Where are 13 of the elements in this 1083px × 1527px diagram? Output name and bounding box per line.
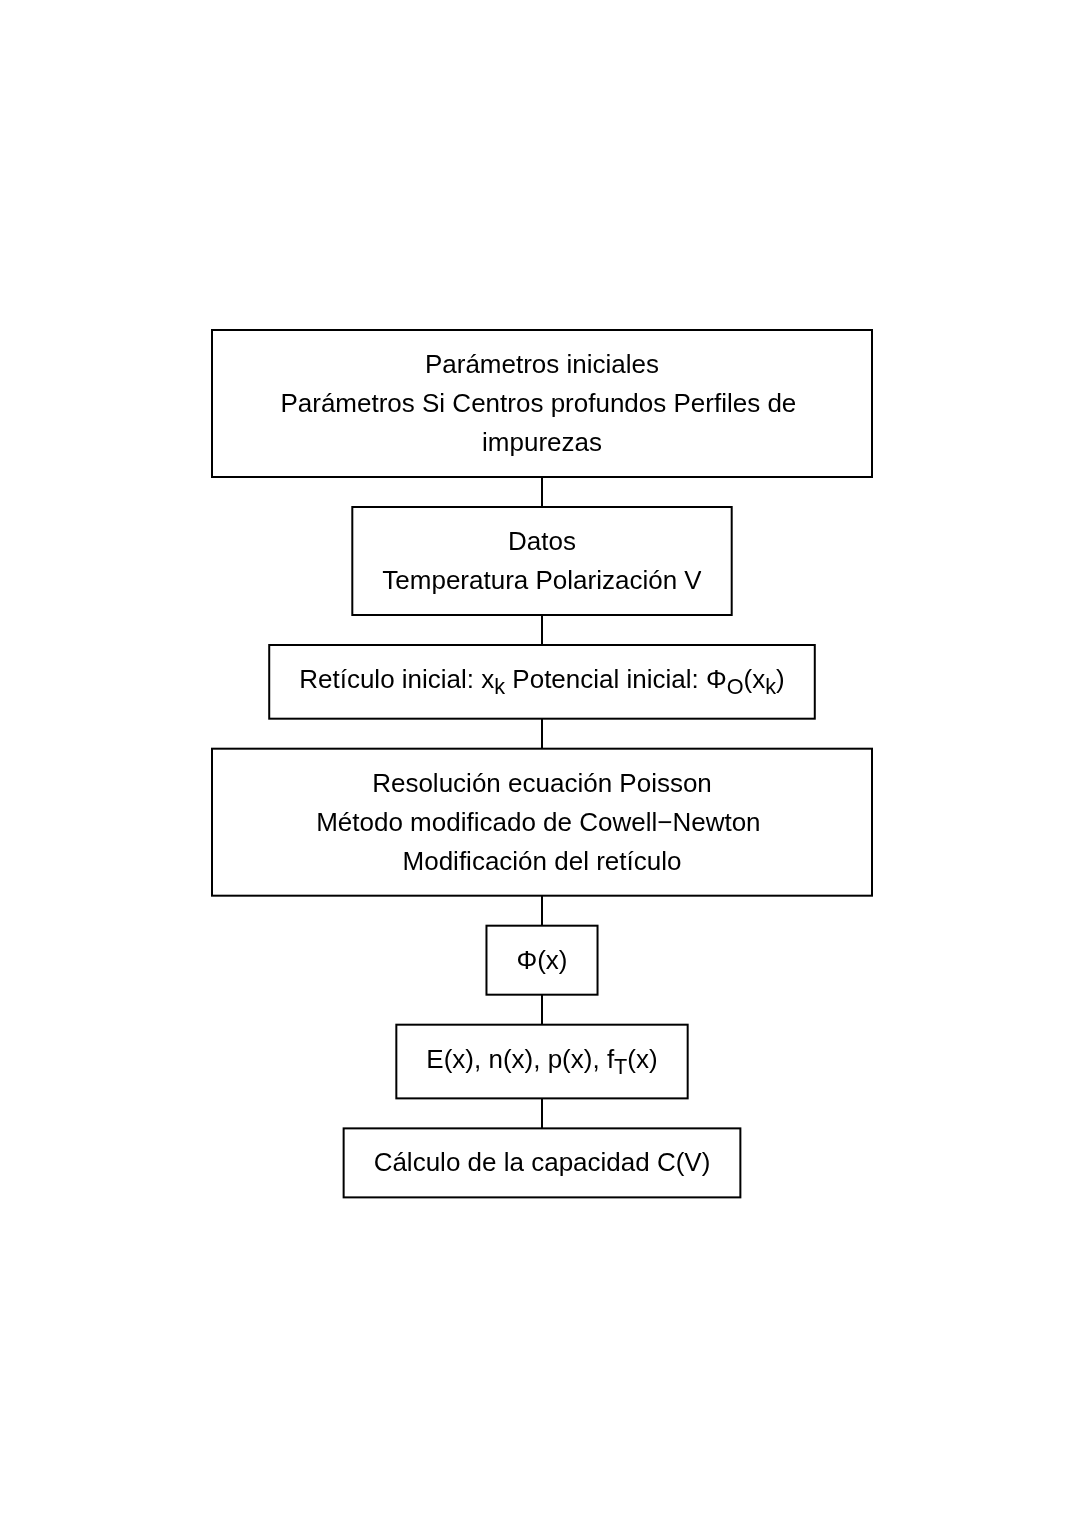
node-box: Cálculo de la capacidad C(V) [342,1127,741,1199]
connector [540,475,543,508]
connector [540,993,543,1026]
node-box: Parámetros iniciales Parámetros Si Centros profundos Perfiles de impurezas [210,328,873,478]
node-box: E(x), n(x), p(x), f$_{T}$(x) [394,1023,689,1100]
node-box: Resolución ecuación Poisson Método modificado de Cowell−Newton Modificación del retículo [210,747,873,897]
node-box: Datos Temperatura Polarización V [350,505,733,616]
node-box: Φ(x) [484,924,599,996]
connector [540,1097,543,1130]
connector [540,717,543,750]
connector [540,894,543,927]
node-box: Retículo inicial: x$_{k}$ Potencial inicial: Φ$_{O}$(x$_{k}$) [267,643,816,720]
connector [540,613,543,646]
